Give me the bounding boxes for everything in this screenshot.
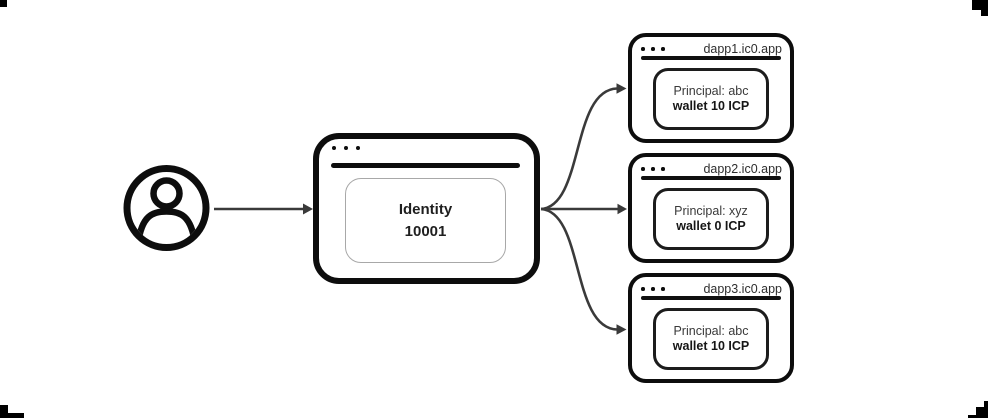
dapp2-wallet: wallet 0 ICP [676, 219, 746, 233]
window-dot [651, 167, 655, 171]
ellipsis-dots-icon [332, 146, 360, 150]
dapp1-window: dapp1.ic0.app Principal: abc wallet 10 I… [628, 33, 794, 143]
window-dot [344, 146, 348, 150]
corner-artifact [984, 401, 988, 418]
identity-window: Identity 10001 [313, 133, 540, 284]
arrow-identity-to-dapp1 [540, 83, 627, 211]
window-dot [651, 47, 655, 51]
titlebar-divider [641, 176, 781, 180]
dapp1-principal-card: Principal: abc wallet 10 ICP [653, 68, 769, 130]
identity-label: Identity [398, 200, 453, 218]
dapp3-titlebar: dapp3.ic0.app [641, 281, 782, 297]
corner-artifact [0, 0, 7, 7]
corner-artifact [976, 407, 984, 418]
dapp2-window: dapp2.ic0.app Principal: xyz wallet 0 IC… [628, 153, 794, 263]
window-dot [641, 47, 645, 51]
titlebar-divider [641, 296, 781, 300]
window-dot [332, 146, 336, 150]
corner-artifact [968, 415, 976, 418]
corner-artifact [981, 10, 988, 16]
dapp1-titlebar: dapp1.ic0.app [641, 41, 782, 57]
dapp1-wallet: wallet 10 ICP [672, 99, 750, 113]
dapp2-titlebar: dapp2.ic0.app [641, 161, 782, 177]
window-dot [356, 146, 360, 150]
dapp3-window: dapp3.ic0.app Principal: abc wallet 10 I… [628, 273, 794, 383]
window-dot [661, 287, 665, 291]
arrow-user-to-identity [214, 203, 313, 215]
titlebar-divider [641, 56, 781, 60]
arrow-identity-to-dapp3 [540, 207, 627, 335]
identity-card: Identity 10001 [345, 178, 506, 263]
corner-artifact [972, 0, 988, 10]
window-dot [641, 287, 645, 291]
window-dot [641, 167, 645, 171]
dapp1-url: dapp1.ic0.app [703, 42, 782, 56]
dapp2-principal: Principal: xyz [674, 203, 748, 218]
window-dot [661, 167, 665, 171]
dapp3-principal: Principal: abc [673, 323, 749, 338]
dapp3-wallet: wallet 10 ICP [672, 339, 750, 353]
window-dot [661, 47, 665, 51]
dapp3-principal-card: Principal: abc wallet 10 ICP [653, 308, 769, 370]
arrow-identity-to-dapp2 [541, 203, 627, 215]
dapp2-principal-card: Principal: xyz wallet 0 ICP [653, 188, 769, 250]
identity-number: 10001 [404, 222, 447, 240]
dapp2-url: dapp2.ic0.app [703, 162, 782, 176]
titlebar-divider [331, 163, 520, 168]
dapp3-url: dapp3.ic0.app [703, 282, 782, 296]
corner-artifact [8, 413, 24, 418]
window-dot [651, 287, 655, 291]
person-icon [123, 165, 210, 251]
corner-artifact [0, 405, 8, 418]
dapp1-principal: Principal: abc [673, 83, 749, 98]
